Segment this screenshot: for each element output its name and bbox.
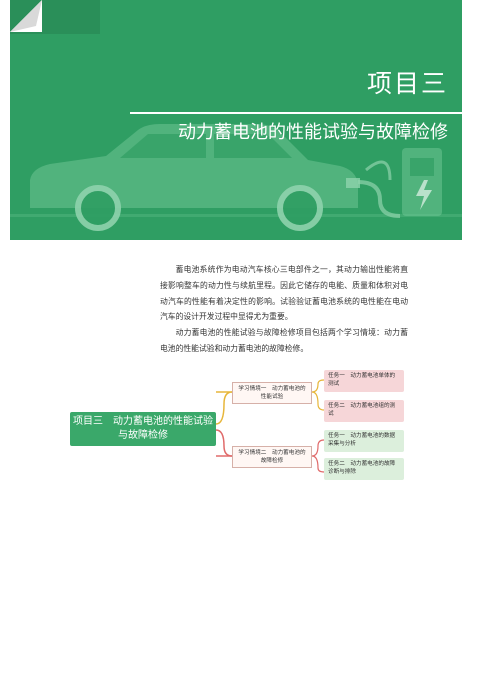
wheel-icon: [277, 185, 323, 231]
intro-paragraph: 蓄电池系统作为电动汽车核心三电部件之一，其动力输出性能将直接影响整车的动力性与续…: [160, 265, 408, 322]
situation-node: 学习情境二 动力蓄电池的故障检修: [232, 446, 312, 468]
task-node: 任务二 动力蓄电池的故障诊断与排除: [324, 458, 404, 480]
intro-text: 蓄电池系统作为电动汽车核心三电部件之一，其动力输出性能将直接影响整车的动力性与续…: [160, 262, 408, 357]
header-banner: 项目三 动力蓄电池的性能试验与故障检修: [10, 0, 462, 240]
project-mindmap: 项目三 动力蓄电池的性能试验与故障检修 学习情境一 动力蓄电池的性能试验 学习情…: [64, 370, 404, 480]
situation-node: 学习情境一 动力蓄电池的性能试验: [232, 382, 312, 404]
ev-charging-illustration: [10, 124, 462, 231]
page-curl-icon: [10, 0, 42, 32]
project-label: 项目三: [366, 69, 448, 98]
wheel-icon: [75, 185, 121, 231]
title-underline: [130, 112, 462, 114]
plug-icon: [346, 178, 360, 188]
task-node: 任务一 动力蓄电池单体的测试: [324, 370, 404, 392]
lightning-icon: [416, 180, 432, 210]
course-title: 动力蓄电池的性能试验与故障检修: [178, 122, 448, 143]
task-node: 任务二 动力蓄电池组的测试: [324, 400, 404, 422]
task-node: 任务一 动力蓄电池的数据采集与分析: [324, 430, 404, 452]
mindmap-root-node: 项目三 动力蓄电池的性能试验与故障检修: [70, 412, 216, 446]
intro-paragraph: 动力蓄电池的性能试验与故障检修项目包括两个学习情境：动力蓄电池的性能试验和动力蓄…: [160, 328, 408, 353]
mindmap-connectors: [215, 379, 325, 473]
